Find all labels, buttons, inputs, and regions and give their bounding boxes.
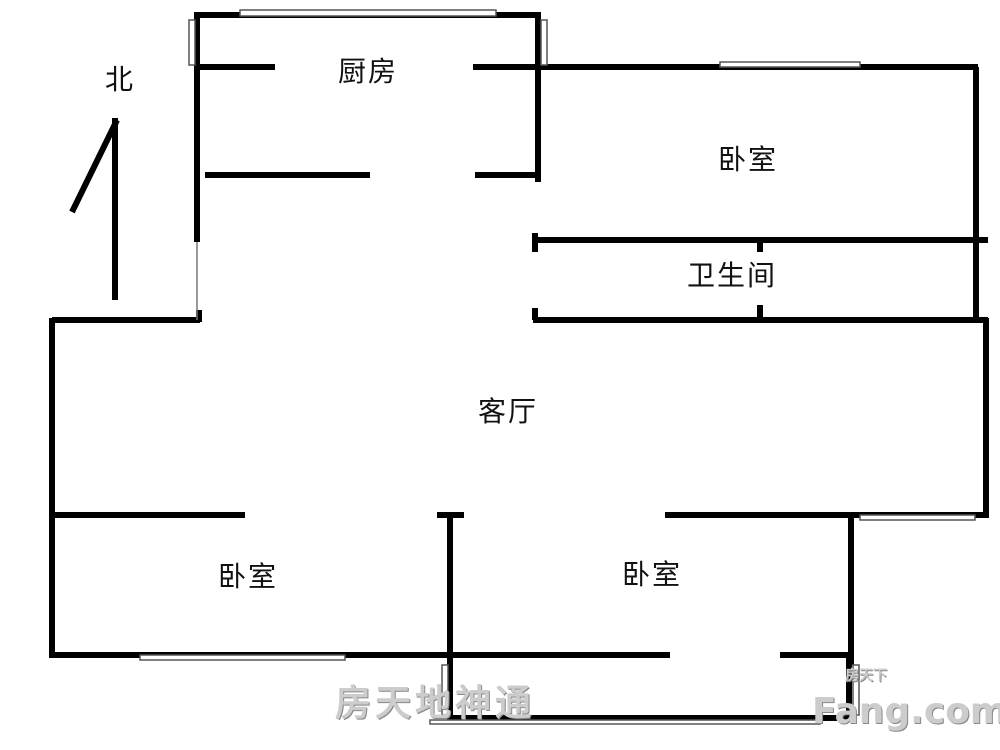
north-arrow-icon bbox=[69, 118, 120, 300]
window bbox=[239, 9, 497, 17]
window bbox=[139, 654, 346, 661]
room-living: 客厅 bbox=[477, 395, 539, 428]
window bbox=[188, 19, 196, 66]
room-bedroom-s: 卧室 bbox=[621, 558, 683, 591]
watermark-left: 房天地神通 bbox=[335, 683, 536, 724]
window bbox=[540, 19, 548, 66]
window bbox=[719, 61, 861, 68]
walls bbox=[49, 12, 989, 721]
window bbox=[429, 719, 821, 725]
room-kitchen: 厨房 bbox=[337, 55, 399, 88]
north-label: 北 bbox=[104, 63, 136, 96]
window bbox=[441, 664, 449, 716]
watermark-brand-cn: 房天下 bbox=[845, 668, 887, 684]
window bbox=[859, 514, 976, 521]
watermark-brand-en: Fang.com bbox=[812, 691, 1000, 732]
window bbox=[852, 664, 860, 716]
room-bathroom: 卫生间 bbox=[686, 259, 778, 292]
room-bedroom-sw: 卧室 bbox=[217, 560, 279, 593]
room-bedroom-ne: 卧室 bbox=[717, 143, 779, 176]
windows bbox=[139, 9, 976, 725]
